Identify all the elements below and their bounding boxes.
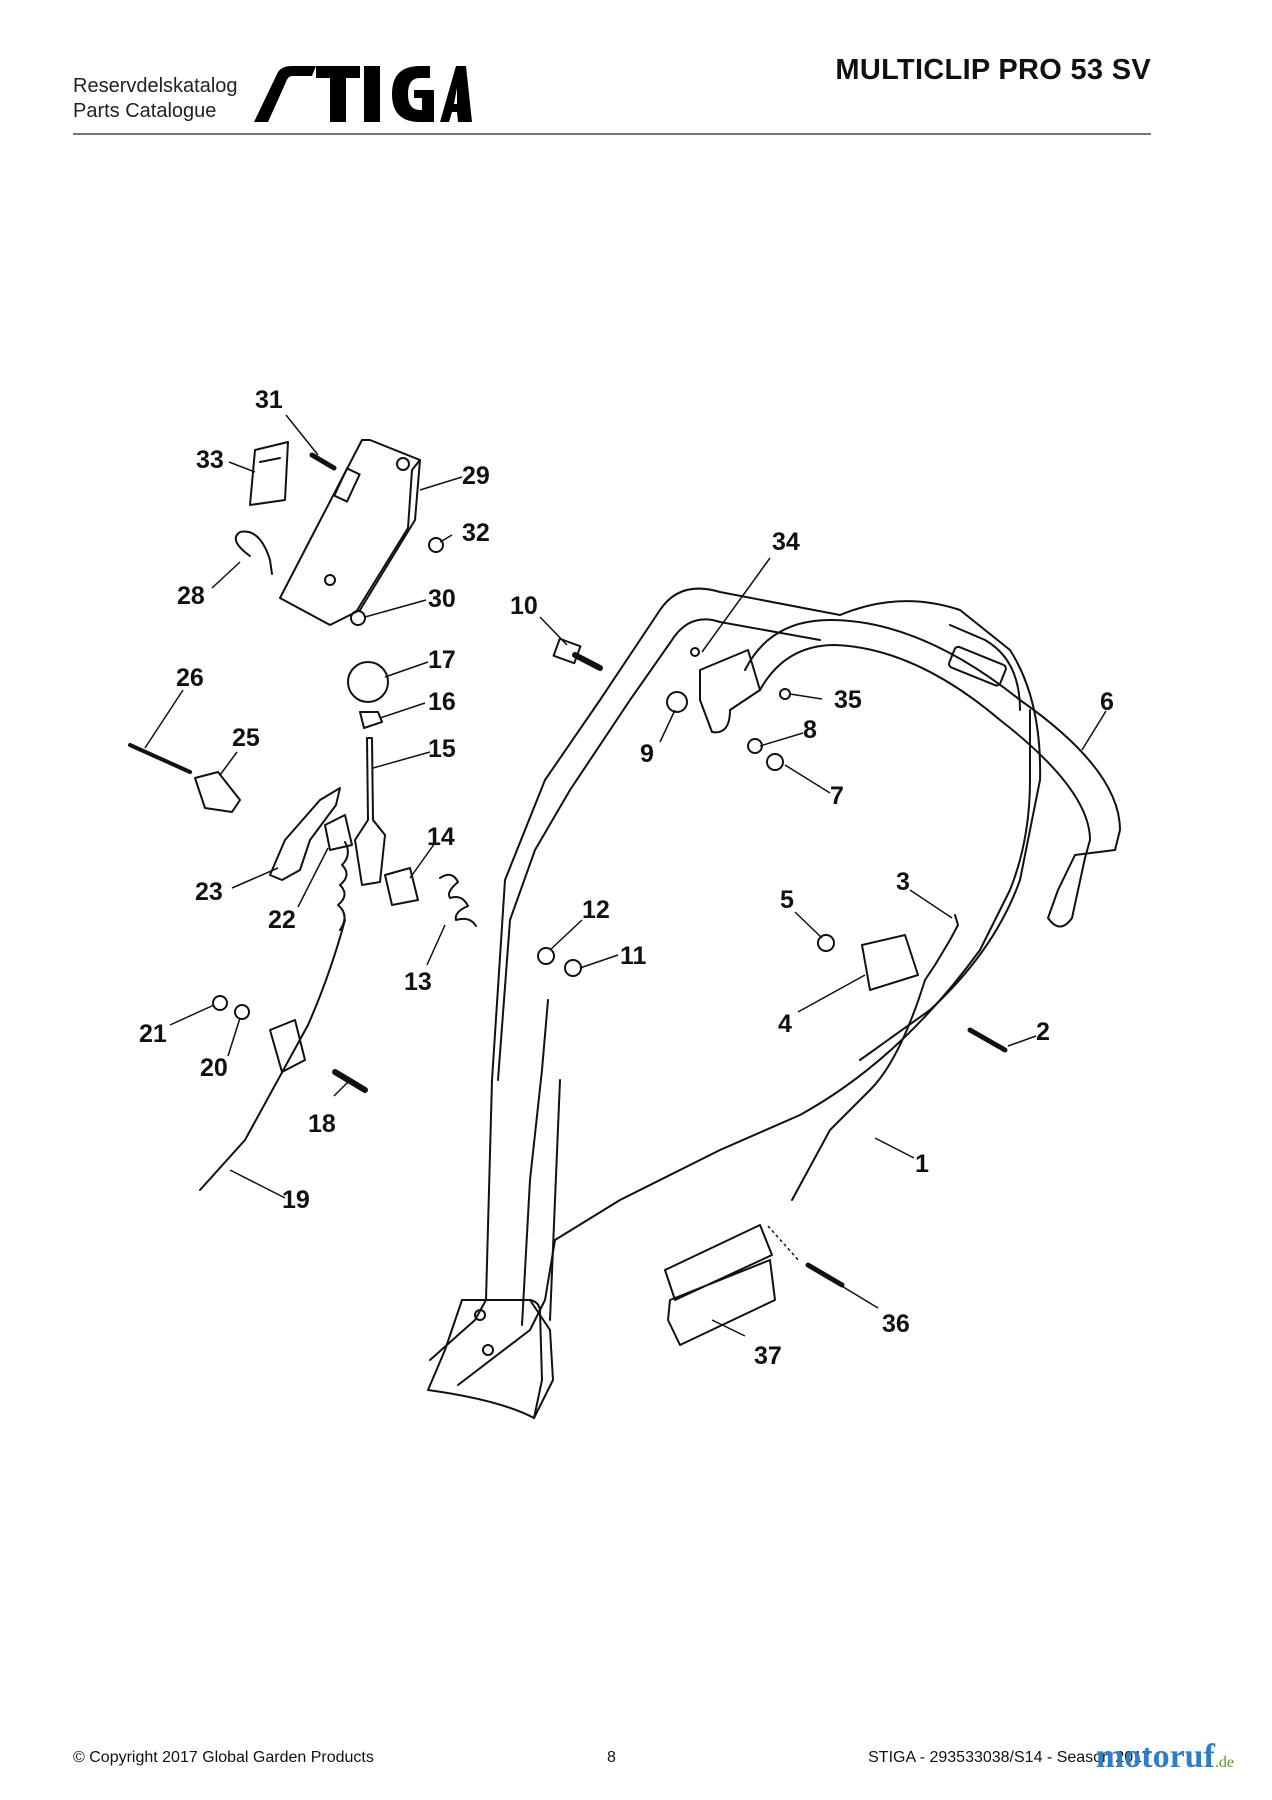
knob-17-part — [347, 661, 389, 703]
nut-32-part — [428, 537, 444, 553]
nut-30-part — [350, 610, 366, 626]
handle-bracket-34-part — [699, 649, 761, 734]
callout-35: 35 — [834, 686, 862, 714]
nut-21-part — [212, 995, 228, 1011]
bushing-14-part — [384, 867, 419, 906]
callout-30: 30 — [428, 585, 456, 613]
callout-32: 32 — [462, 519, 490, 547]
screw-34-part — [690, 647, 700, 657]
cable-clamp-4-part — [861, 934, 919, 991]
callout-36: 36 — [882, 1310, 910, 1338]
handle-frame-part — [429, 587, 1042, 1386]
callout-1: 1 — [915, 1150, 929, 1178]
cable-spring-part — [337, 841, 349, 931]
callout-14: 14 — [427, 823, 455, 851]
callout-2: 2 — [1036, 1018, 1050, 1046]
callout-12: 12 — [582, 896, 610, 924]
screw-31-part — [309, 452, 337, 471]
brake-cable-part — [791, 914, 959, 1201]
cable-clamp-part — [269, 1019, 306, 1073]
callout-20: 20 — [200, 1054, 228, 1082]
stiga-logo — [252, 64, 472, 129]
callout-15: 15 — [428, 735, 456, 763]
callout-13: 13 — [404, 968, 432, 996]
cover-plate-37-part — [664, 1224, 776, 1346]
callout-3: 3 — [896, 868, 910, 896]
copyright-text: © Copyright 2017 Global Garden Products — [73, 1749, 374, 1766]
callout-26: 26 — [176, 664, 204, 692]
callout-labels: 1 2 3 4 5 6 7 8 9 10 11 12 13 14 15 16 1… — [139, 386, 1114, 1370]
screw-36-part — [805, 1262, 845, 1288]
callout-8: 8 — [803, 716, 817, 744]
control-lever-plate-part — [279, 439, 421, 626]
catalog-label-english: Parts Catalogue — [73, 100, 217, 122]
catalog-label-swedish: Reservdelskatalog — [73, 75, 238, 97]
nut-5-part — [817, 934, 835, 952]
callout-33: 33 — [196, 446, 224, 474]
handle-foot-bracket — [427, 1299, 554, 1419]
callout-11: 11 — [620, 942, 647, 970]
catalog-label: Reservdelskatalog Parts Catalogue — [73, 74, 238, 124]
page-number: 8 — [607, 1749, 616, 1766]
nut-7-part — [766, 753, 784, 771]
watermark: motoruf.de — [1096, 1738, 1234, 1776]
callout-16: 16 — [428, 688, 456, 716]
rod-15-part — [354, 737, 386, 886]
spring-13-part — [439, 873, 477, 927]
cable-19-part — [199, 919, 346, 1191]
callout-37: 37 — [754, 1342, 782, 1370]
washer-12-part — [537, 947, 555, 965]
washer-20-part — [234, 1004, 250, 1020]
upper-handle-bar-part — [744, 619, 1121, 928]
washer-35-part — [779, 688, 791, 700]
bolt-10-part — [552, 637, 603, 671]
page-header: Reservdelskatalog Parts Catalogue MULTIC… — [0, 0, 1272, 140]
document-reference: STIGA - 293533038/S14 - Season 2017 — [868, 1749, 1151, 1766]
callout-21: 21 — [139, 1020, 167, 1048]
bushing-25-part — [194, 771, 241, 813]
pin-clip-part — [234, 530, 273, 575]
leader-lines — [144, 414, 1107, 1337]
callout-34: 34 — [772, 528, 800, 556]
callout-7: 7 — [830, 782, 844, 810]
page-footer: © Copyright 2017 Global Garden Products … — [0, 1745, 1272, 1785]
callout-18: 18 — [308, 1110, 336, 1138]
callout-10: 10 — [510, 592, 538, 620]
cover-part — [249, 441, 289, 506]
stiga-logo-mark — [254, 66, 472, 122]
bushing-22-part — [324, 814, 353, 851]
screw-2-part — [967, 1027, 1008, 1053]
watermark-tld: .de — [1214, 1754, 1234, 1771]
callout-28: 28 — [177, 582, 205, 610]
callout-29: 29 — [462, 462, 490, 490]
bolt-26-part — [128, 743, 192, 774]
header-divider — [73, 133, 1151, 135]
callout-17: 17 — [428, 646, 456, 674]
lever-23-part — [269, 787, 341, 881]
callout-19: 19 — [282, 1186, 310, 1214]
callout-23: 23 — [195, 878, 223, 906]
callout-25: 25 — [232, 724, 260, 752]
callout-31: 31 — [255, 386, 283, 414]
nut-11-part — [564, 959, 582, 977]
callout-5: 5 — [780, 886, 794, 914]
callout-6: 6 — [1100, 688, 1114, 716]
spacer-9-part — [666, 691, 688, 713]
watermark-name: motoruf — [1095, 1738, 1215, 1775]
model-title: MULTICLIP PRO 53 SV — [835, 54, 1151, 86]
washer-8-part — [747, 738, 763, 754]
callout-4: 4 — [778, 1010, 792, 1038]
callout-22: 22 — [268, 906, 296, 934]
nut-16-part — [359, 711, 383, 729]
callout-9: 9 — [640, 740, 654, 768]
